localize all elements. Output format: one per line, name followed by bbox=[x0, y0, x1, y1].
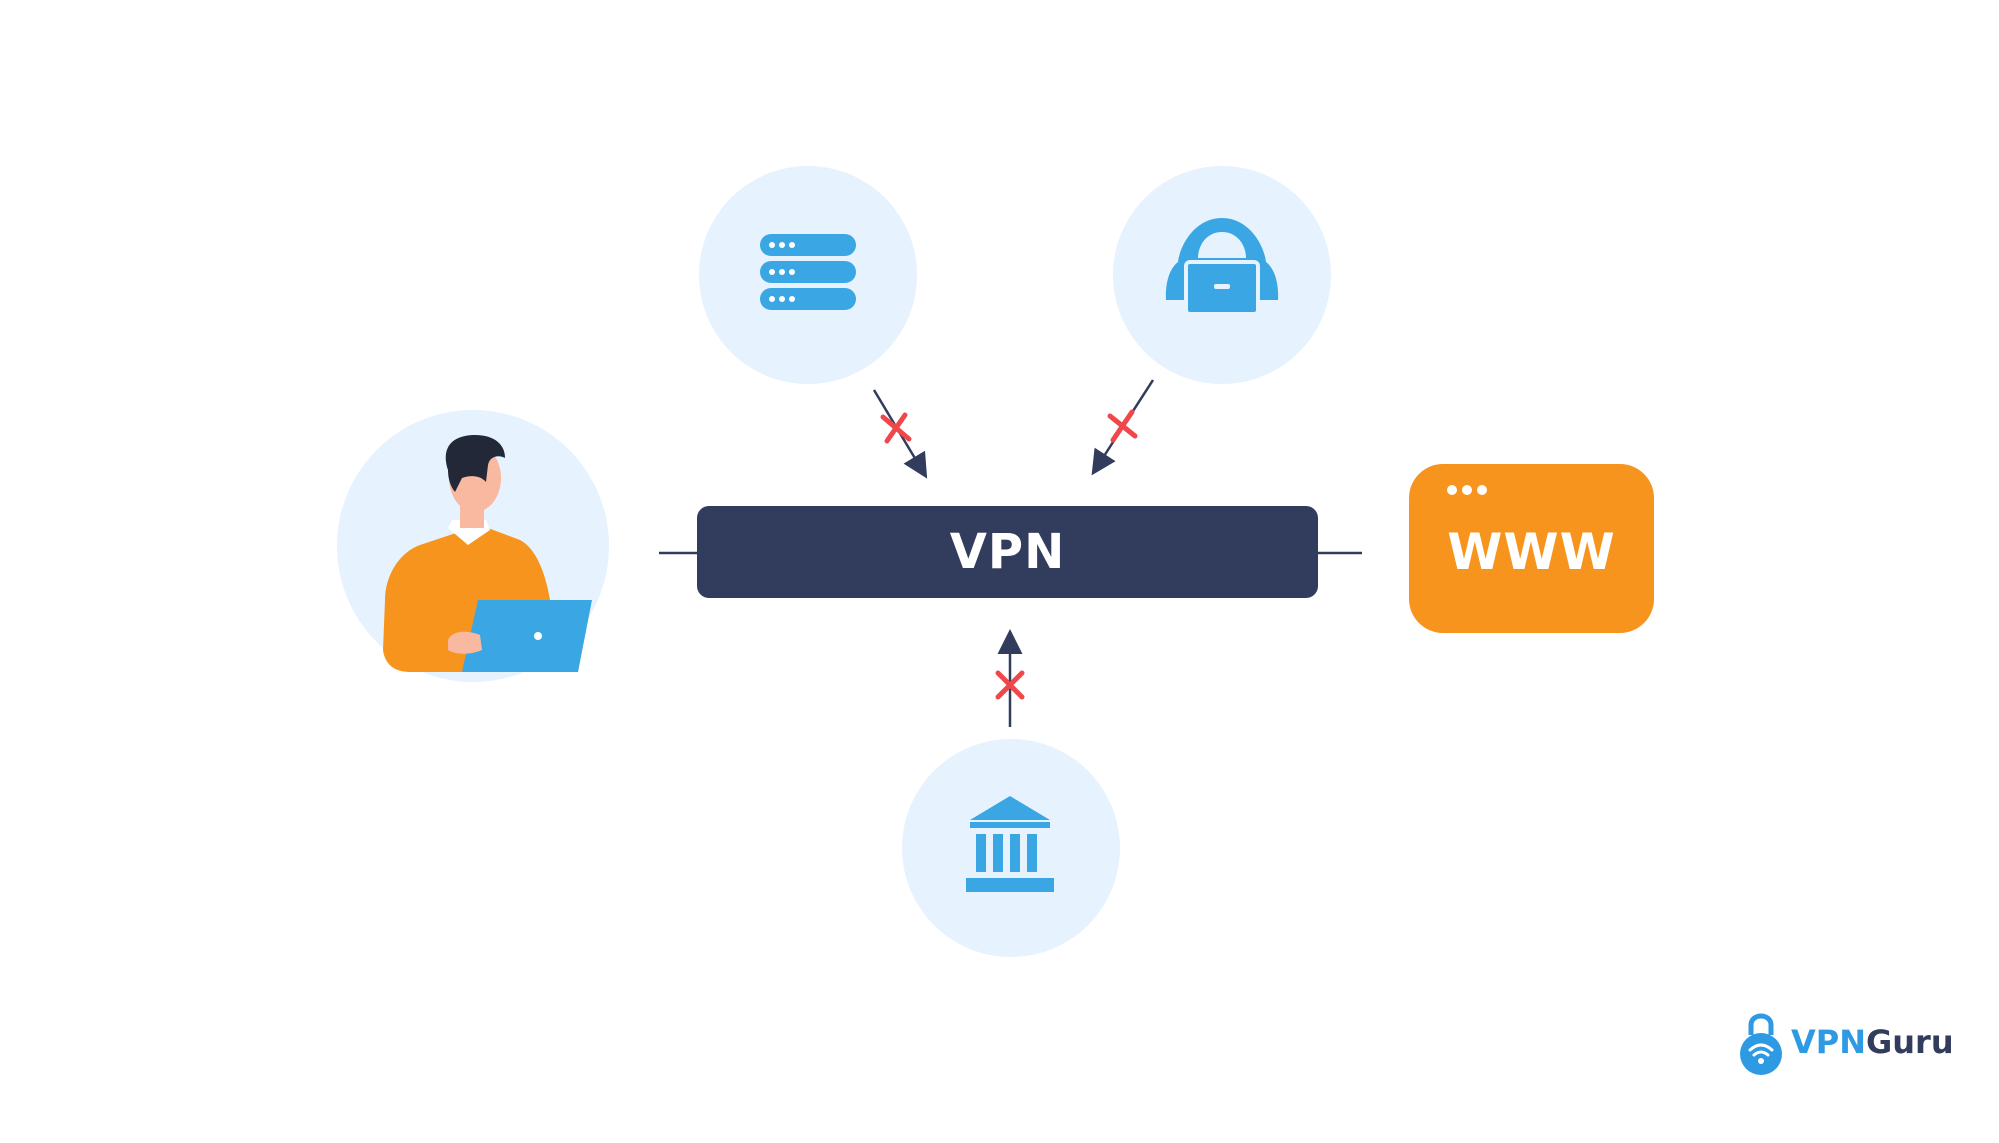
user-with-laptop-icon bbox=[383, 435, 592, 672]
server-icon bbox=[760, 234, 856, 310]
vpn-label: VPN bbox=[949, 524, 1066, 580]
brand-name-part2: Guru bbox=[1866, 1023, 1954, 1061]
lock-wifi-icon bbox=[1740, 1013, 1782, 1075]
hacker-icon bbox=[1165, 218, 1279, 316]
blocked-x-icon bbox=[880, 412, 912, 444]
government-building-icon bbox=[966, 796, 1054, 892]
browser-dots-icon bbox=[1447, 485, 1487, 495]
brand-name-part1: VPN bbox=[1791, 1023, 1866, 1061]
vpn-tunnel-bar: VPN bbox=[697, 506, 1318, 598]
vpnguru-logo: VPNGuru bbox=[1735, 1010, 1954, 1074]
www-website-box: WWW bbox=[1409, 464, 1654, 633]
brand-name: VPNGuru bbox=[1791, 1023, 1954, 1061]
blocked-x-icon bbox=[1107, 409, 1138, 443]
www-label: WWW bbox=[1447, 522, 1616, 581]
blocked-x-icon bbox=[995, 670, 1025, 700]
